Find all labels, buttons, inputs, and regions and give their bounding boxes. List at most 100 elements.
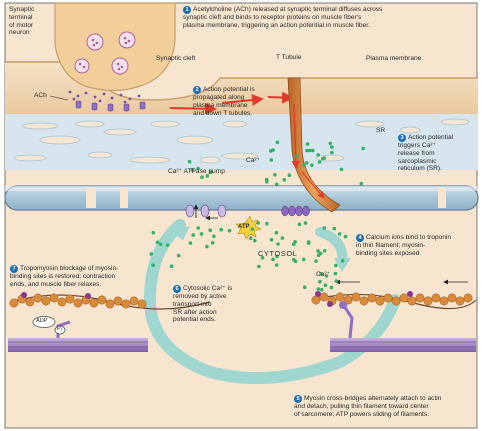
calcium-ion (337, 232, 342, 236)
calcium-ion (322, 226, 327, 230)
calcium-ion (269, 237, 274, 242)
calcium-ion (196, 166, 200, 171)
step-text: Acetylcholine (ACh) released at synaptic… (183, 6, 383, 29)
step-number-badge: 3 (398, 134, 406, 142)
calcium-ion (210, 241, 215, 245)
step-number-badge: 1 (183, 6, 191, 14)
calcium-ion (343, 234, 348, 239)
calcium-ion (274, 182, 279, 187)
step-number-badge: 2 (193, 86, 201, 94)
ach-pointer (49, 95, 69, 101)
calcium-ion (306, 241, 311, 245)
calcium-ion (339, 167, 344, 172)
calcium-ion (188, 241, 193, 245)
thin-filament-right (311, 291, 477, 310)
calcium-ion (318, 251, 323, 256)
calcium-ion (305, 148, 309, 153)
ca-ion-label: Ca²⁺ (246, 157, 261, 164)
synaptic-vesicles (74, 31, 136, 75)
calcium-ion (317, 160, 322, 164)
calcium-ion (305, 142, 310, 146)
calcium-ion (205, 174, 210, 178)
ach-receptors (75, 100, 146, 112)
calcium-ion (319, 272, 323, 276)
step-text: Action potential triggers Ca²⁺ release f… (398, 134, 454, 173)
calcium-ion (332, 226, 337, 231)
calcium-ion (269, 158, 274, 162)
calcium-ion (324, 274, 329, 278)
calcium-ion (271, 257, 275, 262)
ca-ion-label: Ca²⁺ (316, 271, 331, 278)
calcium-ion (273, 173, 277, 177)
step-number-badge: 6 (173, 285, 181, 293)
ca-atpase-pumps (185, 204, 227, 218)
calcium-ion (301, 257, 306, 262)
calcium-ion (333, 271, 338, 276)
step-number-badge: 7 (10, 265, 18, 273)
calcium-ion (316, 287, 321, 291)
calcium-ion (265, 221, 269, 226)
calcium-ion (196, 226, 200, 230)
adp-bubble (32, 316, 56, 328)
calcium-ion (330, 145, 334, 149)
calcium-ion (257, 264, 261, 269)
calcium-ion (208, 228, 212, 232)
calcium-ion (305, 161, 309, 165)
calcium-ion (323, 283, 328, 288)
calcium-ion (330, 150, 334, 155)
calcium-ion (359, 181, 364, 186)
calcium-ion (276, 242, 280, 246)
calcium-ion (316, 153, 321, 157)
atp-burst (235, 215, 262, 240)
action-potential-arrow (267, 91, 294, 104)
calcium-ion (322, 156, 327, 160)
calcium-ion (329, 285, 334, 290)
ca-release-channels (281, 205, 310, 217)
calcium-ion (308, 148, 312, 153)
calcium-ion (187, 159, 192, 164)
calcium-ion (310, 163, 314, 167)
calcium-ion (149, 252, 153, 256)
calcium-ion (293, 259, 298, 264)
calcium-ion (361, 146, 365, 151)
t-tubule-label: T Tubule (276, 54, 302, 61)
calcium-ion (322, 249, 327, 253)
calcium-ion (200, 175, 204, 179)
calcium-ion (340, 258, 345, 263)
step-text: Cytosolic Ca²⁺ is removed by active tran… (173, 285, 233, 324)
action-potential-arrow (221, 94, 264, 106)
calcium-ion (303, 221, 308, 225)
calcium-ion (302, 163, 306, 167)
calcium-ion (253, 238, 257, 243)
calcium-ion (169, 264, 174, 269)
calcium-ion (316, 249, 320, 253)
pi-label: Pᵢ (57, 326, 62, 332)
plasma-membrane-label: Plasma membrane (366, 55, 422, 62)
step-text: Calcium ions bind to troponin in thin fi… (356, 234, 452, 257)
plasma-membrane (5, 62, 478, 114)
calcium-ion (256, 221, 261, 225)
calcium-ion (328, 141, 333, 146)
t-tubule (287, 77, 341, 213)
calcium-ion (176, 253, 181, 258)
ach-molecules (68, 90, 141, 104)
calcium-ion (314, 259, 318, 263)
calcium-ion (318, 279, 322, 284)
calcium-ion (151, 263, 155, 268)
step-text: Action potential is propagated along pla… (193, 86, 255, 117)
calcium-ion (212, 234, 216, 239)
step-text: Tropomyosin blockage of myosin- binding … (10, 265, 119, 288)
calcium-ion (191, 233, 195, 237)
calcium-ion (287, 173, 292, 177)
calcium-ion (334, 263, 338, 268)
synaptic-terminal (54, 2, 176, 92)
sr-channels (13, 118, 470, 164)
calcium-ion (155, 240, 160, 244)
step-number-badge: 4 (356, 234, 364, 242)
